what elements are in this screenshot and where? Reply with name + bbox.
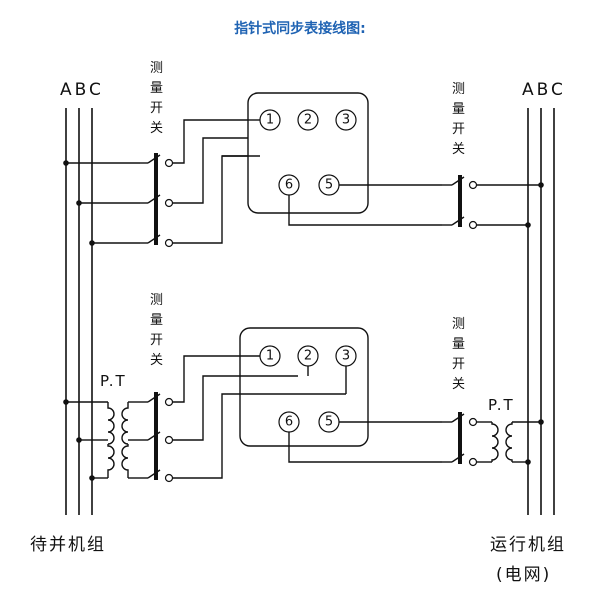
lower-right-measuring-switch xyxy=(442,412,478,467)
upper-terminal-3: 3 xyxy=(342,113,350,128)
left-bus-label: ABC xyxy=(60,80,104,100)
right-potential-transformer xyxy=(476,421,541,463)
left-bus xyxy=(65,108,93,515)
lower-left-switch-label-3: 开 xyxy=(150,333,163,348)
right-caption-sub: (电网) xyxy=(496,565,551,585)
left-potential-transformer xyxy=(92,402,140,478)
lower-left-switch-label-1: 测 xyxy=(150,293,163,308)
upper-right-switch-label-2: 量 xyxy=(452,102,465,117)
lower-terminal-2: 2 xyxy=(304,349,312,364)
lower-circuit: 测 量 开 关 测 量 开 关 P.T xyxy=(63,293,544,483)
left-caption: 待并机组 xyxy=(30,535,106,555)
upper-right-measuring-switch xyxy=(442,175,478,230)
right-pt-label: P.T xyxy=(488,396,515,414)
diagram-title: 指针式同步表接线图: xyxy=(234,20,366,37)
upper-right-switch-label-1: 测 xyxy=(452,82,465,97)
right-bus-label: ABC xyxy=(522,80,566,100)
upper-terminal-6: 6 xyxy=(285,178,293,193)
upper-circuit: 测 量 开 关 测 量 开 关 xyxy=(63,61,544,248)
lower-left-measuring-switch xyxy=(140,392,174,483)
right-caption: 运行机组 xyxy=(490,535,566,555)
right-bus xyxy=(527,108,555,515)
lower-synchroscope-meter xyxy=(239,327,369,447)
upper-right-switch-label-4: 关 xyxy=(452,142,465,157)
lower-right-switch-label-2: 量 xyxy=(452,337,465,352)
lower-terminal-1: 1 xyxy=(266,349,274,364)
upper-left-switch-label-3: 开 xyxy=(150,101,163,116)
lower-terminal-5: 5 xyxy=(325,415,333,430)
lower-right-switch-label-3: 开 xyxy=(452,357,465,372)
lower-terminal-3: 3 xyxy=(342,349,350,364)
lower-left-switch-label-2: 量 xyxy=(150,313,163,328)
upper-right-switch-label-3: 开 xyxy=(452,122,465,137)
lower-left-switch-label-4: 关 xyxy=(150,353,163,368)
upper-terminal-2: 2 xyxy=(304,113,312,128)
upper-left-switch-label-1: 测 xyxy=(150,61,163,76)
lower-terminal-6: 6 xyxy=(285,415,293,430)
left-pt-label: P.T xyxy=(100,372,127,390)
upper-left-switch-label-4: 关 xyxy=(150,121,163,136)
upper-left-switch-label-2: 量 xyxy=(150,81,163,96)
upper-left-measuring-switch xyxy=(140,153,174,248)
lower-right-switch-label-1: 测 xyxy=(452,317,465,332)
lower-right-switch-label-4: 关 xyxy=(452,377,465,392)
upper-terminal-1: 1 xyxy=(266,113,274,128)
upper-terminal-5: 5 xyxy=(325,178,333,193)
